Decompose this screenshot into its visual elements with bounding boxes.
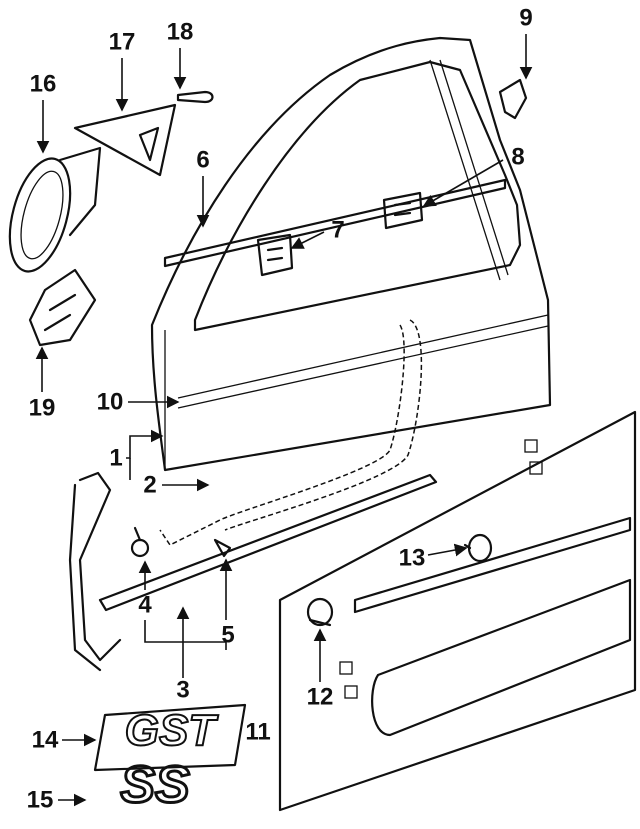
svg-text:SS: SS (120, 756, 190, 814)
callout-6: 6 (196, 147, 209, 174)
rocker-molding (98, 473, 438, 612)
retainer-clip (130, 526, 150, 558)
mirror-patch (73, 103, 177, 177)
callout-18: 18 (167, 19, 194, 46)
outside-mirror (8, 146, 102, 273)
callout-5: 5 (221, 622, 234, 649)
body-weatherstrip (68, 471, 122, 672)
callout-7: 7 (331, 217, 344, 244)
mirror-cable-clip (176, 90, 214, 104)
door-shell (150, 36, 552, 472)
svg-text:GST: GST (125, 706, 219, 755)
callout-13: 13 (399, 545, 426, 572)
window-run-channel (429, 59, 509, 281)
door-striker-bracket (498, 78, 528, 120)
belt-weatherstrip (163, 178, 507, 268)
callout-11: 11 (245, 719, 270, 746)
callout-15: 15 (27, 787, 54, 814)
molding-clip-12 (306, 597, 334, 627)
door-weatherstrip (159, 319, 423, 546)
callout-1: 1 (109, 445, 122, 472)
callout-14: 14 (32, 727, 59, 754)
retainer-fastener (213, 538, 232, 558)
callout-4: 4 (138, 592, 152, 619)
body-side-molding-panel (278, 410, 637, 812)
callout-12: 12 (307, 684, 334, 711)
upper-hinge (382, 191, 424, 230)
callout-16: 16 (30, 71, 57, 98)
gst-emblem: GST (93, 703, 247, 772)
callout-8: 8 (511, 144, 524, 171)
callout-2: 2 (143, 472, 156, 499)
callout-10: 10 (97, 389, 124, 416)
lower-hinge (256, 233, 294, 277)
callout-19: 19 (29, 395, 56, 422)
mirror-bracket (28, 268, 97, 347)
callout-3: 3 (176, 677, 189, 704)
callout-17: 17 (109, 29, 136, 56)
ss-emblem: SS (119, 755, 192, 816)
leader-lines (35, 34, 533, 807)
molding-clip-13 (463, 533, 493, 563)
callout-9: 9 (519, 5, 532, 32)
